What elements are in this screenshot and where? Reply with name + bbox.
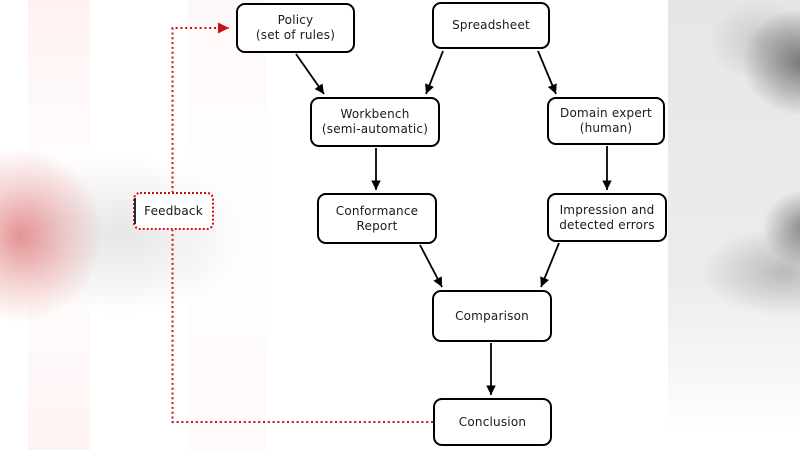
node-workbench-label-line2: (semi-automatic) (321, 122, 429, 136)
edge-impression-to-comparison (540, 242, 560, 288)
node-spreadsheet-label: Spreadsheet (452, 18, 530, 32)
node-domain-expert-label-line1: Domain expert (560, 106, 652, 120)
node-conformance-report: Conformance Report (317, 193, 437, 244)
node-impression-detected-errors: Impression and detected errors (547, 193, 667, 242)
node-workbench: Workbench (semi-automatic) (310, 97, 440, 147)
edge-conformance-report-to-comparison (419, 244, 443, 288)
node-impression-label-line2: detected errors (559, 217, 655, 232)
node-conformance-report-label-line1: Conformance (335, 203, 419, 218)
node-policy-label-line2: (set of rules) (255, 28, 336, 42)
edge-policy-to-workbench (295, 53, 325, 95)
node-domain-expert-label-line2: (human) (579, 121, 633, 135)
edge-spreadsheet-to-domain-expert (537, 50, 557, 95)
node-domain-expert: Domain expert (human) (547, 97, 665, 145)
node-conformance-report-label-line2: Report (356, 218, 398, 233)
node-workbench-label-line1: Workbench (340, 107, 410, 121)
node-policy-label-line1: Policy (277, 13, 314, 27)
node-comparison-label: Comparison (455, 308, 529, 323)
node-feedback-label: Feedback (144, 203, 203, 218)
node-spreadsheet: Spreadsheet (432, 2, 550, 49)
feedback-box-left-edge-artifact (134, 198, 136, 224)
node-conclusion-label: Conclusion (458, 414, 527, 429)
node-policy: Policy (set of rules) (236, 3, 355, 53)
edge-spreadsheet-to-workbench (425, 50, 444, 95)
node-comparison: Comparison (432, 290, 552, 342)
node-conclusion: Conclusion (433, 398, 552, 446)
node-impression-label-line1: Impression and (559, 202, 655, 217)
node-feedback: Feedback (133, 192, 214, 230)
